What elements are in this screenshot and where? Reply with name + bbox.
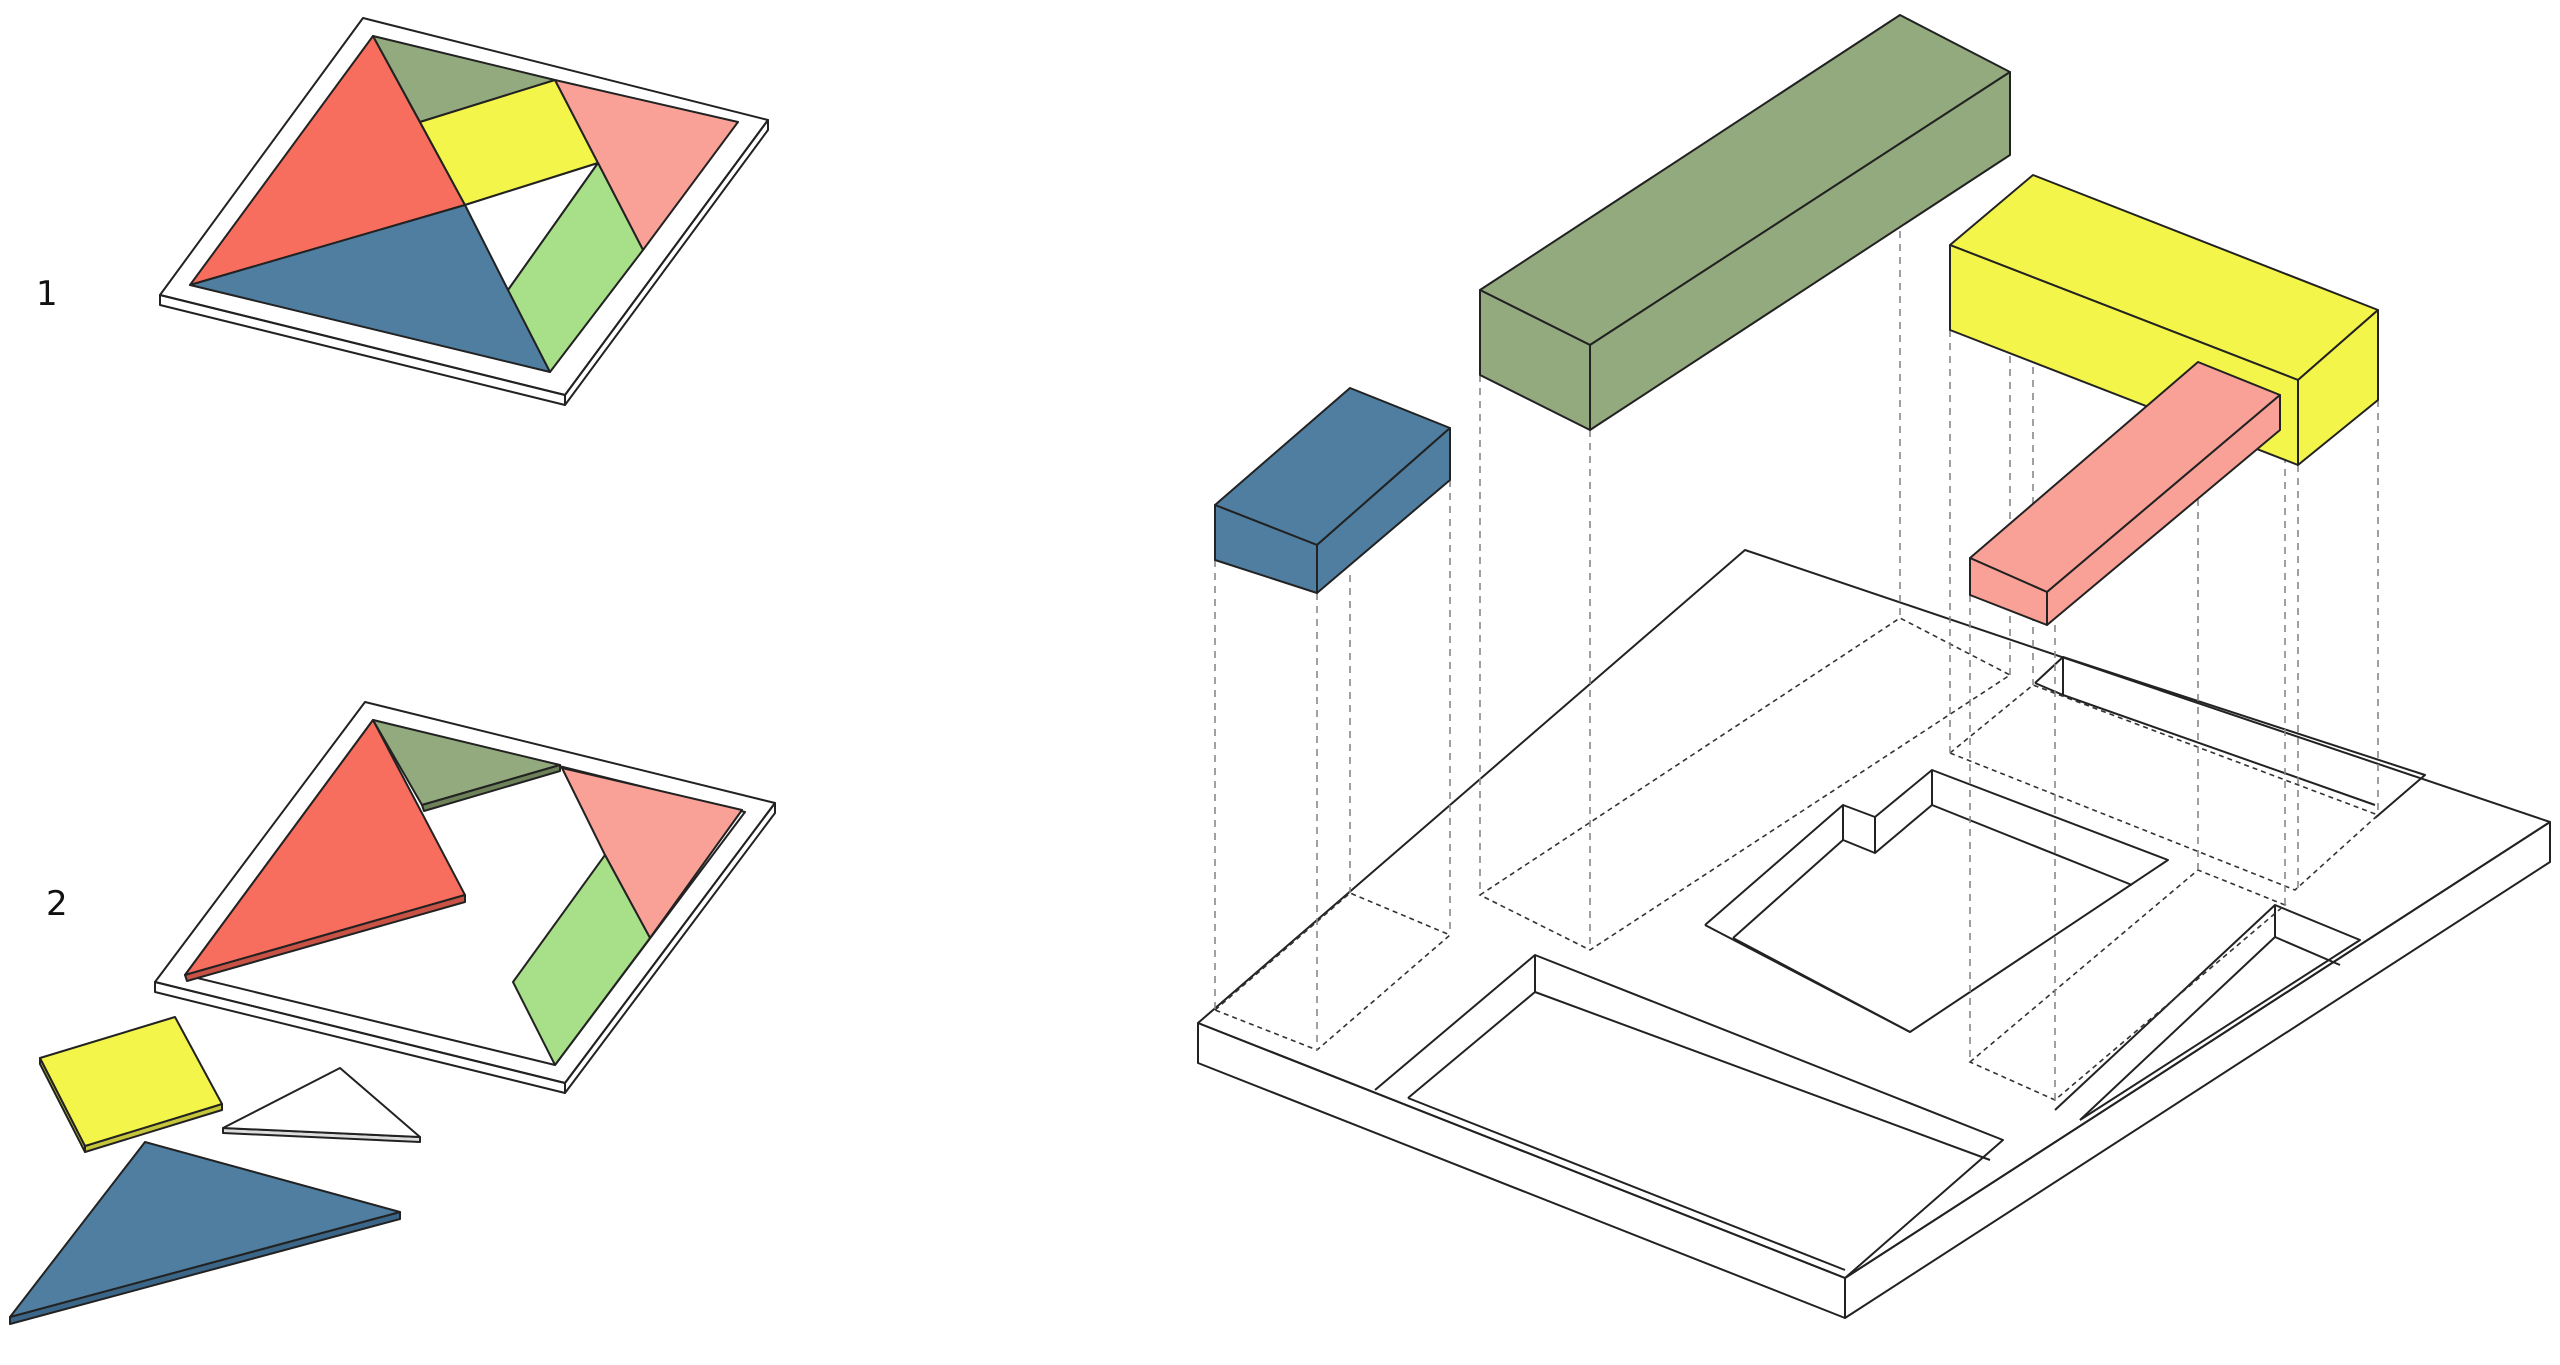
tray (159, 17, 769, 406)
pink-volume (1969, 361, 2281, 626)
white-small-triangle-loose (222, 1067, 421, 1143)
step-1-label: 1 (36, 274, 58, 314)
tangram-disassembled (9, 701, 776, 1325)
sunken-courtyard-center (1704, 769, 2169, 1033)
step-2-label: 2 (46, 884, 68, 924)
projection-guides (1214, 205, 2379, 1100)
light-green-square (512, 854, 651, 1066)
site-base (1197, 549, 2551, 1319)
tangram-assembled (159, 17, 769, 406)
site-massing (1197, 14, 2551, 1319)
yellow-parallelogram-loose (39, 1016, 223, 1153)
footprint-blue (1213, 892, 1452, 1051)
sunken-ramp-right (2054, 904, 2361, 1121)
footprint-green (1478, 617, 2012, 951)
sunken-strip-back (2034, 656, 2426, 819)
footprint-yellow (1948, 684, 2380, 891)
dark-green-volume (1479, 14, 2011, 431)
sunken-courtyard-front (1374, 954, 2004, 1279)
dark-green-triangle-edge (421, 764, 561, 812)
light-green-square (507, 162, 644, 373)
blue-large-triangle-loose (9, 1141, 401, 1325)
red-triangle-edge (184, 894, 466, 982)
blue-volume (1214, 387, 1451, 594)
footprint-pink (1968, 869, 2287, 1101)
